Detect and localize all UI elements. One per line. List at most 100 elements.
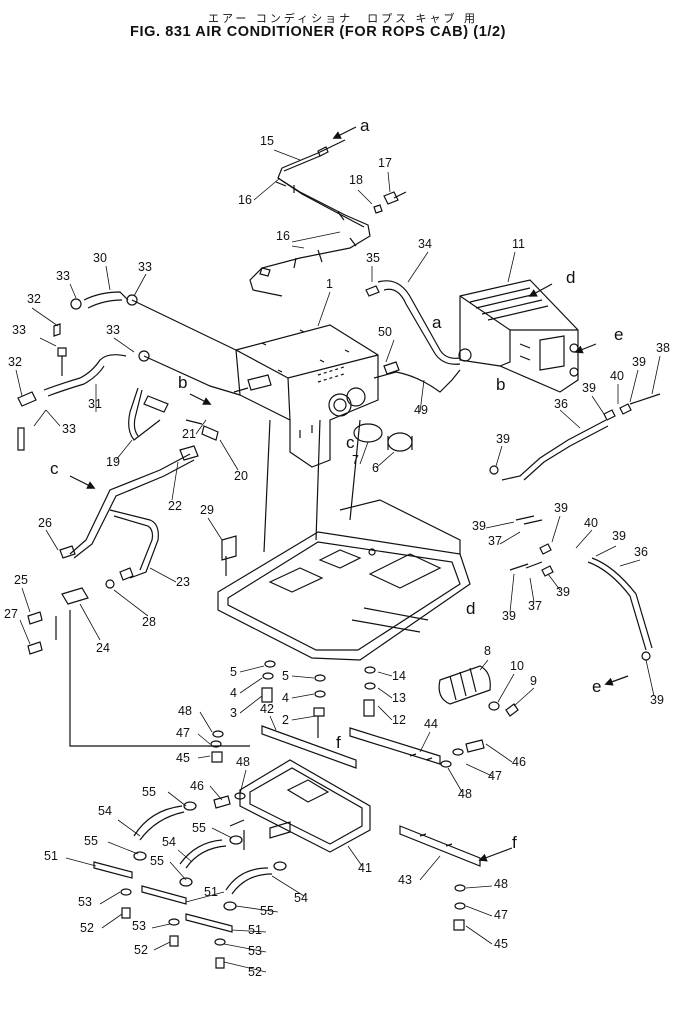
callout-52: 52 bbox=[80, 921, 94, 935]
callout-47: 47 bbox=[494, 908, 508, 922]
callout-2: 2 bbox=[282, 713, 289, 727]
callout-11: 11 bbox=[512, 237, 525, 251]
callout-53: 53 bbox=[78, 895, 92, 909]
callout-ref-f: f bbox=[336, 733, 341, 752]
callout-51: 51 bbox=[204, 885, 218, 899]
clamp-7 bbox=[353, 423, 413, 452]
callout-45: 45 bbox=[176, 751, 190, 765]
callout-33: 33 bbox=[56, 269, 70, 283]
callout-38: 38 bbox=[656, 341, 670, 355]
callout-48: 48 bbox=[236, 755, 250, 769]
callout-ref-a: a bbox=[432, 313, 442, 332]
callout-33: 33 bbox=[138, 260, 152, 274]
callout-29: 29 bbox=[200, 503, 214, 517]
callout-37: 37 bbox=[528, 599, 542, 613]
callout-10: 10 bbox=[510, 659, 524, 673]
callout-55: 55 bbox=[142, 785, 156, 799]
callout-39: 39 bbox=[472, 519, 486, 533]
callout-ref-c: c bbox=[50, 459, 59, 478]
callout-55: 55 bbox=[84, 834, 98, 848]
callout-32: 32 bbox=[27, 292, 41, 306]
pipe-36-upper bbox=[489, 393, 661, 481]
callout-28: 28 bbox=[142, 615, 156, 629]
callout-39: 39 bbox=[650, 693, 664, 707]
callout-27: 27 bbox=[4, 607, 18, 621]
callout-7: 7 bbox=[352, 453, 359, 467]
callout-31: 31 bbox=[88, 397, 102, 411]
callout-9: 9 bbox=[530, 674, 537, 688]
main-unit-1 bbox=[233, 324, 379, 468]
callout-52: 52 bbox=[248, 965, 262, 979]
callout-55: 55 bbox=[192, 821, 206, 835]
figure-subtitle-jp: エアー コンディショナ ロプス キャブ 用 bbox=[208, 12, 479, 25]
callout-4: 4 bbox=[282, 691, 289, 705]
drain-hoses bbox=[93, 801, 287, 969]
callout-53: 53 bbox=[248, 944, 262, 958]
callout-32: 32 bbox=[8, 355, 22, 369]
wire-49 bbox=[373, 361, 461, 393]
reference-arrows bbox=[69, 283, 629, 862]
callout-34: 34 bbox=[418, 237, 432, 251]
callout-15: 15 bbox=[260, 134, 274, 148]
callout-8: 8 bbox=[484, 644, 491, 658]
callout-48: 48 bbox=[494, 877, 508, 891]
callout-17: 17 bbox=[378, 156, 392, 170]
callout-labels: 15 a 16 17 18 16 34 11 d 30 33 33 35 1 a… bbox=[4, 116, 670, 979]
base-tray bbox=[217, 419, 471, 661]
callout-22: 22 bbox=[168, 499, 182, 513]
callout-21: 21 bbox=[182, 427, 196, 441]
callout-5: 5 bbox=[230, 665, 237, 679]
callout-20: 20 bbox=[234, 469, 248, 483]
leader-lines bbox=[15, 149, 661, 973]
callout-46: 46 bbox=[190, 779, 204, 793]
drain-pan-41 bbox=[229, 759, 371, 853]
callout-33: 33 bbox=[106, 323, 120, 337]
callout-43: 43 bbox=[398, 873, 412, 887]
callout-54: 54 bbox=[162, 835, 176, 849]
tube-23 bbox=[109, 509, 159, 581]
hose-34 bbox=[365, 280, 461, 365]
callout-35: 35 bbox=[366, 251, 380, 265]
callout-37: 37 bbox=[488, 534, 502, 548]
bracket-43 bbox=[399, 825, 481, 867]
callout-39: 39 bbox=[612, 529, 626, 543]
callout-ref-b: b bbox=[178, 373, 187, 392]
callout-48: 48 bbox=[178, 704, 192, 718]
callout-16: 16 bbox=[238, 193, 252, 207]
callout-53: 53 bbox=[132, 919, 146, 933]
bolt-17 bbox=[373, 191, 407, 214]
callout-5: 5 bbox=[282, 669, 289, 683]
callout-51: 51 bbox=[44, 849, 58, 863]
callout-3: 3 bbox=[230, 706, 237, 720]
callout-52: 52 bbox=[134, 943, 148, 957]
callout-30: 30 bbox=[93, 251, 107, 265]
callout-55: 55 bbox=[150, 854, 164, 868]
callout-ref-f: f bbox=[512, 833, 517, 852]
tube-19 bbox=[128, 387, 219, 441]
bracket-29 bbox=[221, 535, 237, 576]
callout-47: 47 bbox=[488, 769, 502, 783]
callout-51: 51 bbox=[248, 923, 262, 937]
callout-49: 49 bbox=[414, 403, 428, 417]
callout-33: 33 bbox=[12, 323, 26, 337]
callout-18: 18 bbox=[349, 173, 363, 187]
callout-54: 54 bbox=[294, 891, 308, 905]
upper-refrigerant-tube bbox=[249, 126, 371, 297]
callout-33: 33 bbox=[62, 422, 76, 436]
callout-23: 23 bbox=[176, 575, 190, 589]
callout-46: 46 bbox=[512, 755, 526, 769]
callout-ref-d: d bbox=[466, 599, 475, 618]
callout-16: 16 bbox=[276, 229, 290, 243]
callout-54: 54 bbox=[98, 804, 112, 818]
callout-ref-a: a bbox=[360, 116, 370, 135]
block-24 bbox=[27, 579, 250, 747]
callout-47: 47 bbox=[176, 726, 190, 740]
callout-24: 24 bbox=[96, 641, 110, 655]
callout-ref-d: d bbox=[566, 268, 575, 287]
callout-12: 12 bbox=[392, 713, 406, 727]
bolts-set bbox=[261, 660, 376, 738]
callout-13: 13 bbox=[392, 691, 406, 705]
callout-ref-b: b bbox=[496, 375, 505, 394]
callout-45: 45 bbox=[494, 937, 508, 951]
